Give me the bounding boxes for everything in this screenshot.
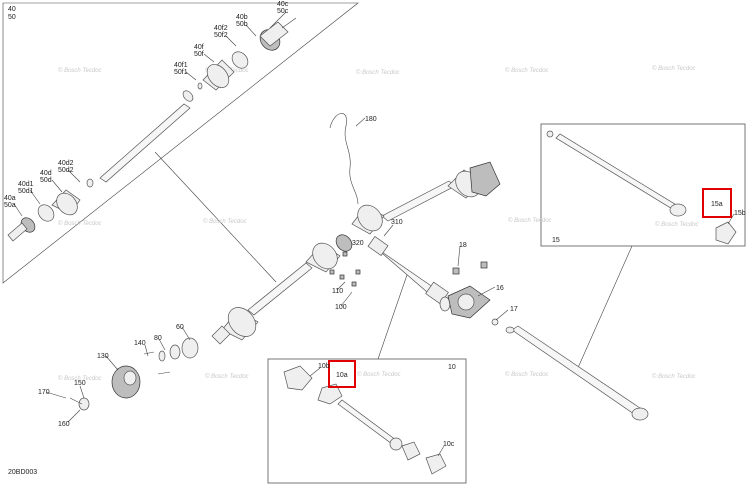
label-50d2: 50d2 bbox=[58, 167, 74, 174]
label-15b: 15b bbox=[734, 210, 746, 217]
label-310: 310 bbox=[391, 219, 403, 226]
label-80: 80 bbox=[154, 335, 162, 342]
inset-frame-10 bbox=[267, 358, 467, 484]
label-40a: 40a bbox=[4, 195, 16, 202]
wheel-hub-assembly bbox=[69, 337, 199, 411]
label-130: 130 bbox=[97, 353, 109, 360]
diagram-code: 20BD003 bbox=[8, 469, 37, 476]
label-40f1: 40f1 bbox=[174, 62, 188, 69]
part-labels: 40 50 40c 50c 40b 50b 40f2 50f2 40f 50f … bbox=[4, 1, 746, 448]
leader-line bbox=[576, 245, 633, 371]
label-10b: 10b bbox=[318, 363, 330, 370]
watermark: © Bosch Tecdoc bbox=[356, 69, 400, 76]
label-40f: 40f bbox=[194, 44, 204, 51]
label-50d: 50d bbox=[40, 177, 52, 184]
watermark: © Bosch Tecdoc bbox=[203, 218, 247, 225]
cv-axle-assembly-inset bbox=[7, 17, 297, 242]
wire-180 bbox=[329, 113, 359, 205]
label-15a: 15a bbox=[711, 201, 723, 208]
label-160: 160 bbox=[58, 421, 70, 428]
inset-frame-15 bbox=[540, 123, 746, 247]
label-40b: 40b bbox=[236, 14, 248, 21]
label-40d2: 40d2 bbox=[58, 160, 74, 167]
label-110: 110 bbox=[332, 288, 343, 295]
label-40: 40 bbox=[8, 6, 16, 13]
label-leaders bbox=[13, 11, 735, 457]
label-50: 50 bbox=[8, 14, 16, 21]
inset-10-parts bbox=[283, 365, 447, 475]
label-50b: 50b bbox=[236, 21, 248, 28]
label-10: 10 bbox=[448, 364, 456, 371]
label-40f2: 40f2 bbox=[214, 25, 228, 32]
label-10c: 10c bbox=[443, 441, 455, 448]
propeller-shaft bbox=[367, 236, 649, 421]
leader-line bbox=[377, 271, 409, 360]
main-axle-center bbox=[211, 161, 501, 345]
label-150: 150 bbox=[74, 380, 86, 387]
label-60: 60 bbox=[176, 324, 184, 331]
label-320: 320 bbox=[352, 240, 364, 247]
watermark: © Bosch Tecdoc bbox=[652, 373, 696, 380]
watermark: © Bosch Tecdoc bbox=[655, 221, 699, 228]
label-40d: 40d bbox=[40, 170, 52, 177]
label-50f: 50f bbox=[194, 51, 204, 58]
label-16: 16 bbox=[496, 285, 504, 292]
label-18: 18 bbox=[459, 242, 467, 249]
label-170: 170 bbox=[38, 389, 50, 396]
label-40c: 40c bbox=[277, 1, 289, 8]
label-17: 17 bbox=[510, 306, 518, 313]
label-180: 180 bbox=[365, 116, 377, 123]
label-50f2: 50f2 bbox=[214, 32, 228, 39]
inset-frame-40-50 bbox=[2, 2, 359, 284]
watermark: © Bosch Tecdoc bbox=[58, 67, 102, 74]
label-50c: 50c bbox=[277, 8, 289, 15]
label-15: 15 bbox=[552, 237, 560, 244]
watermark: © Bosch Tecdoc bbox=[508, 217, 552, 224]
label-50d1: 50d1 bbox=[18, 188, 34, 195]
label-50f1: 50f1 bbox=[174, 69, 188, 76]
highlight-15a bbox=[702, 188, 732, 218]
label-140: 140 bbox=[134, 340, 146, 347]
watermark: © Bosch Tecdoc bbox=[205, 373, 249, 380]
fasteners bbox=[329, 251, 499, 326]
inset-15-parts bbox=[546, 130, 737, 245]
watermark: © Bosch Tecdoc bbox=[357, 371, 401, 378]
leader-line bbox=[154, 151, 277, 283]
watermark: © Bosch Tecdoc bbox=[652, 65, 696, 72]
label-10a: 10a bbox=[336, 372, 348, 379]
watermark: © Bosch Tecdoc bbox=[58, 375, 102, 382]
watermark: © Bosch Tecdoc bbox=[58, 220, 102, 227]
highlight-10a bbox=[328, 360, 356, 388]
watermark: © Bosch Tecdoc bbox=[505, 371, 549, 378]
label-100: 100 bbox=[335, 304, 347, 311]
watermark: © Bosch Tecdoc bbox=[505, 67, 549, 74]
label-50a: 50a bbox=[4, 202, 16, 209]
label-40d1: 40d1 bbox=[18, 181, 34, 188]
